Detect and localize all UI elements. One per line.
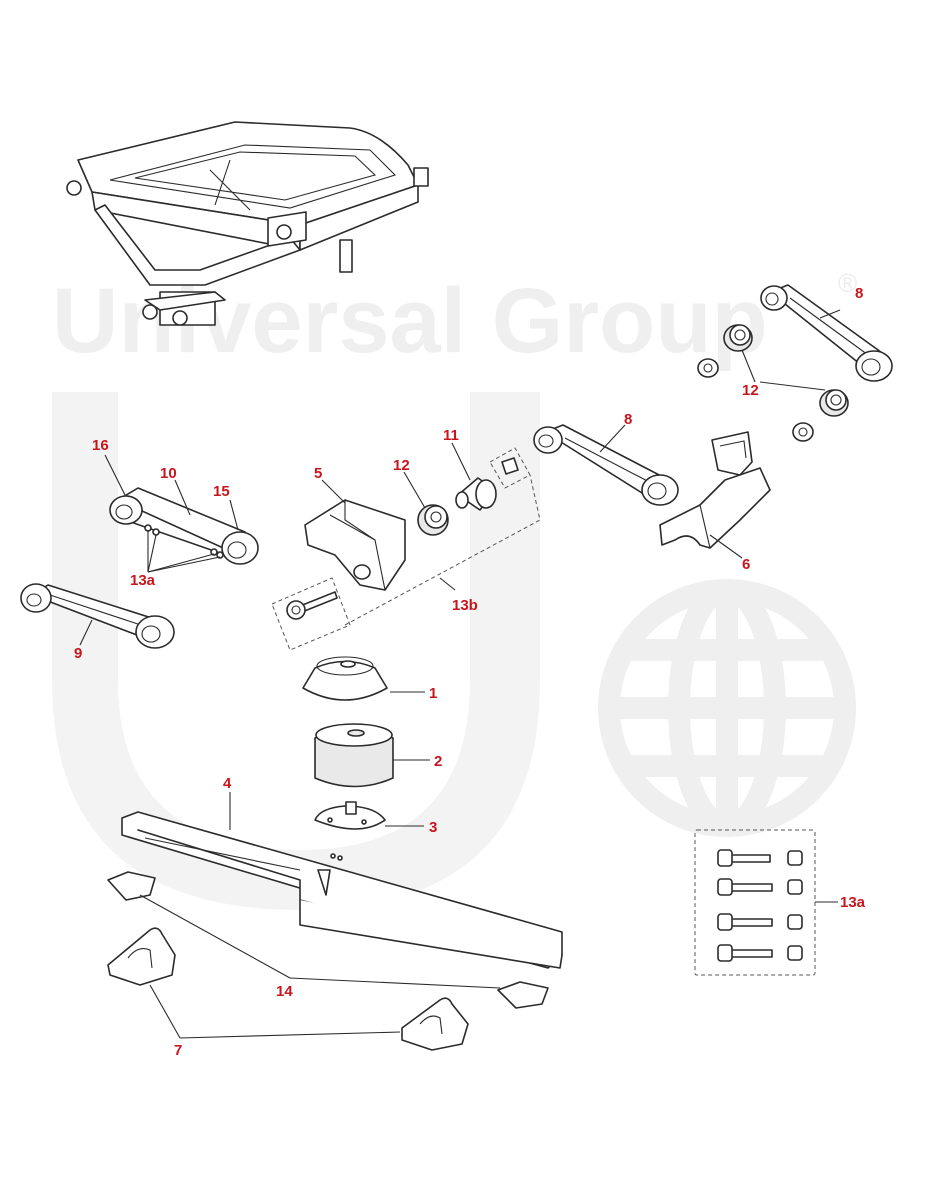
- callout-12-mid: 12: [393, 457, 410, 474]
- callout-7: 7: [174, 1042, 182, 1059]
- callout-8-mid: 8: [624, 411, 632, 428]
- callout-6: 6: [742, 556, 750, 573]
- callouts: 1 2 3 4 5 6 7 8 8 9 10 11 12 12 13a 13a …: [74, 285, 866, 1059]
- saddles-7: [107, 927, 469, 1051]
- watermark-registered-mark: ®: [838, 268, 857, 298]
- bracket: [304, 499, 406, 591]
- watermark: Universal Group ®: [52, 268, 857, 910]
- callout-10: 10: [160, 465, 177, 482]
- leader-lines: [79, 309, 841, 1039]
- bolt-row-4: [717, 944, 803, 962]
- bushing-12-top: [697, 324, 849, 442]
- callout-16: 16: [92, 437, 109, 454]
- callout-2: 2: [434, 753, 442, 770]
- callout-8-top: 8: [855, 285, 863, 302]
- callout-13b: 13b: [452, 597, 478, 614]
- rubber-block-2: [314, 723, 394, 788]
- callout-15: 15: [213, 483, 230, 500]
- bolt-row-2: [717, 878, 803, 896]
- bushing-12-mid: [417, 504, 449, 536]
- callout-4: 4: [223, 775, 232, 792]
- bolt-row-3: [717, 913, 803, 931]
- callout-1: 1: [429, 685, 437, 702]
- lower-arm: [20, 583, 175, 649]
- torque-rod-8-mid: [533, 424, 679, 506]
- callout-12-top: 12: [742, 382, 759, 399]
- bolt-row-1: [717, 849, 803, 867]
- bolt-kit-13b: [271, 447, 541, 651]
- callout-5: 5: [314, 465, 322, 482]
- callout-9: 9: [74, 645, 82, 662]
- callout-13a-left: 13a: [130, 572, 156, 589]
- callout-13a-right: 13a: [840, 894, 866, 911]
- watermark-globe: [598, 579, 856, 837]
- torque-rod-8-top: [760, 284, 893, 382]
- equalizer-beam-4: [121, 811, 563, 969]
- callout-11: 11: [443, 427, 459, 444]
- base-plate-3: [314, 801, 386, 830]
- subframe-assembly: [66, 121, 429, 326]
- hanger-6: [659, 431, 771, 549]
- callout-3: 3: [429, 819, 437, 836]
- callout-14: 14: [276, 983, 293, 1000]
- watermark-u-shape: [52, 392, 540, 910]
- upper-arm-assembly: [109, 487, 259, 565]
- cap-1: [302, 656, 388, 701]
- boot-11: [455, 477, 497, 511]
- fastener-kit-13a: [694, 829, 816, 976]
- pads-14: [107, 871, 549, 1009]
